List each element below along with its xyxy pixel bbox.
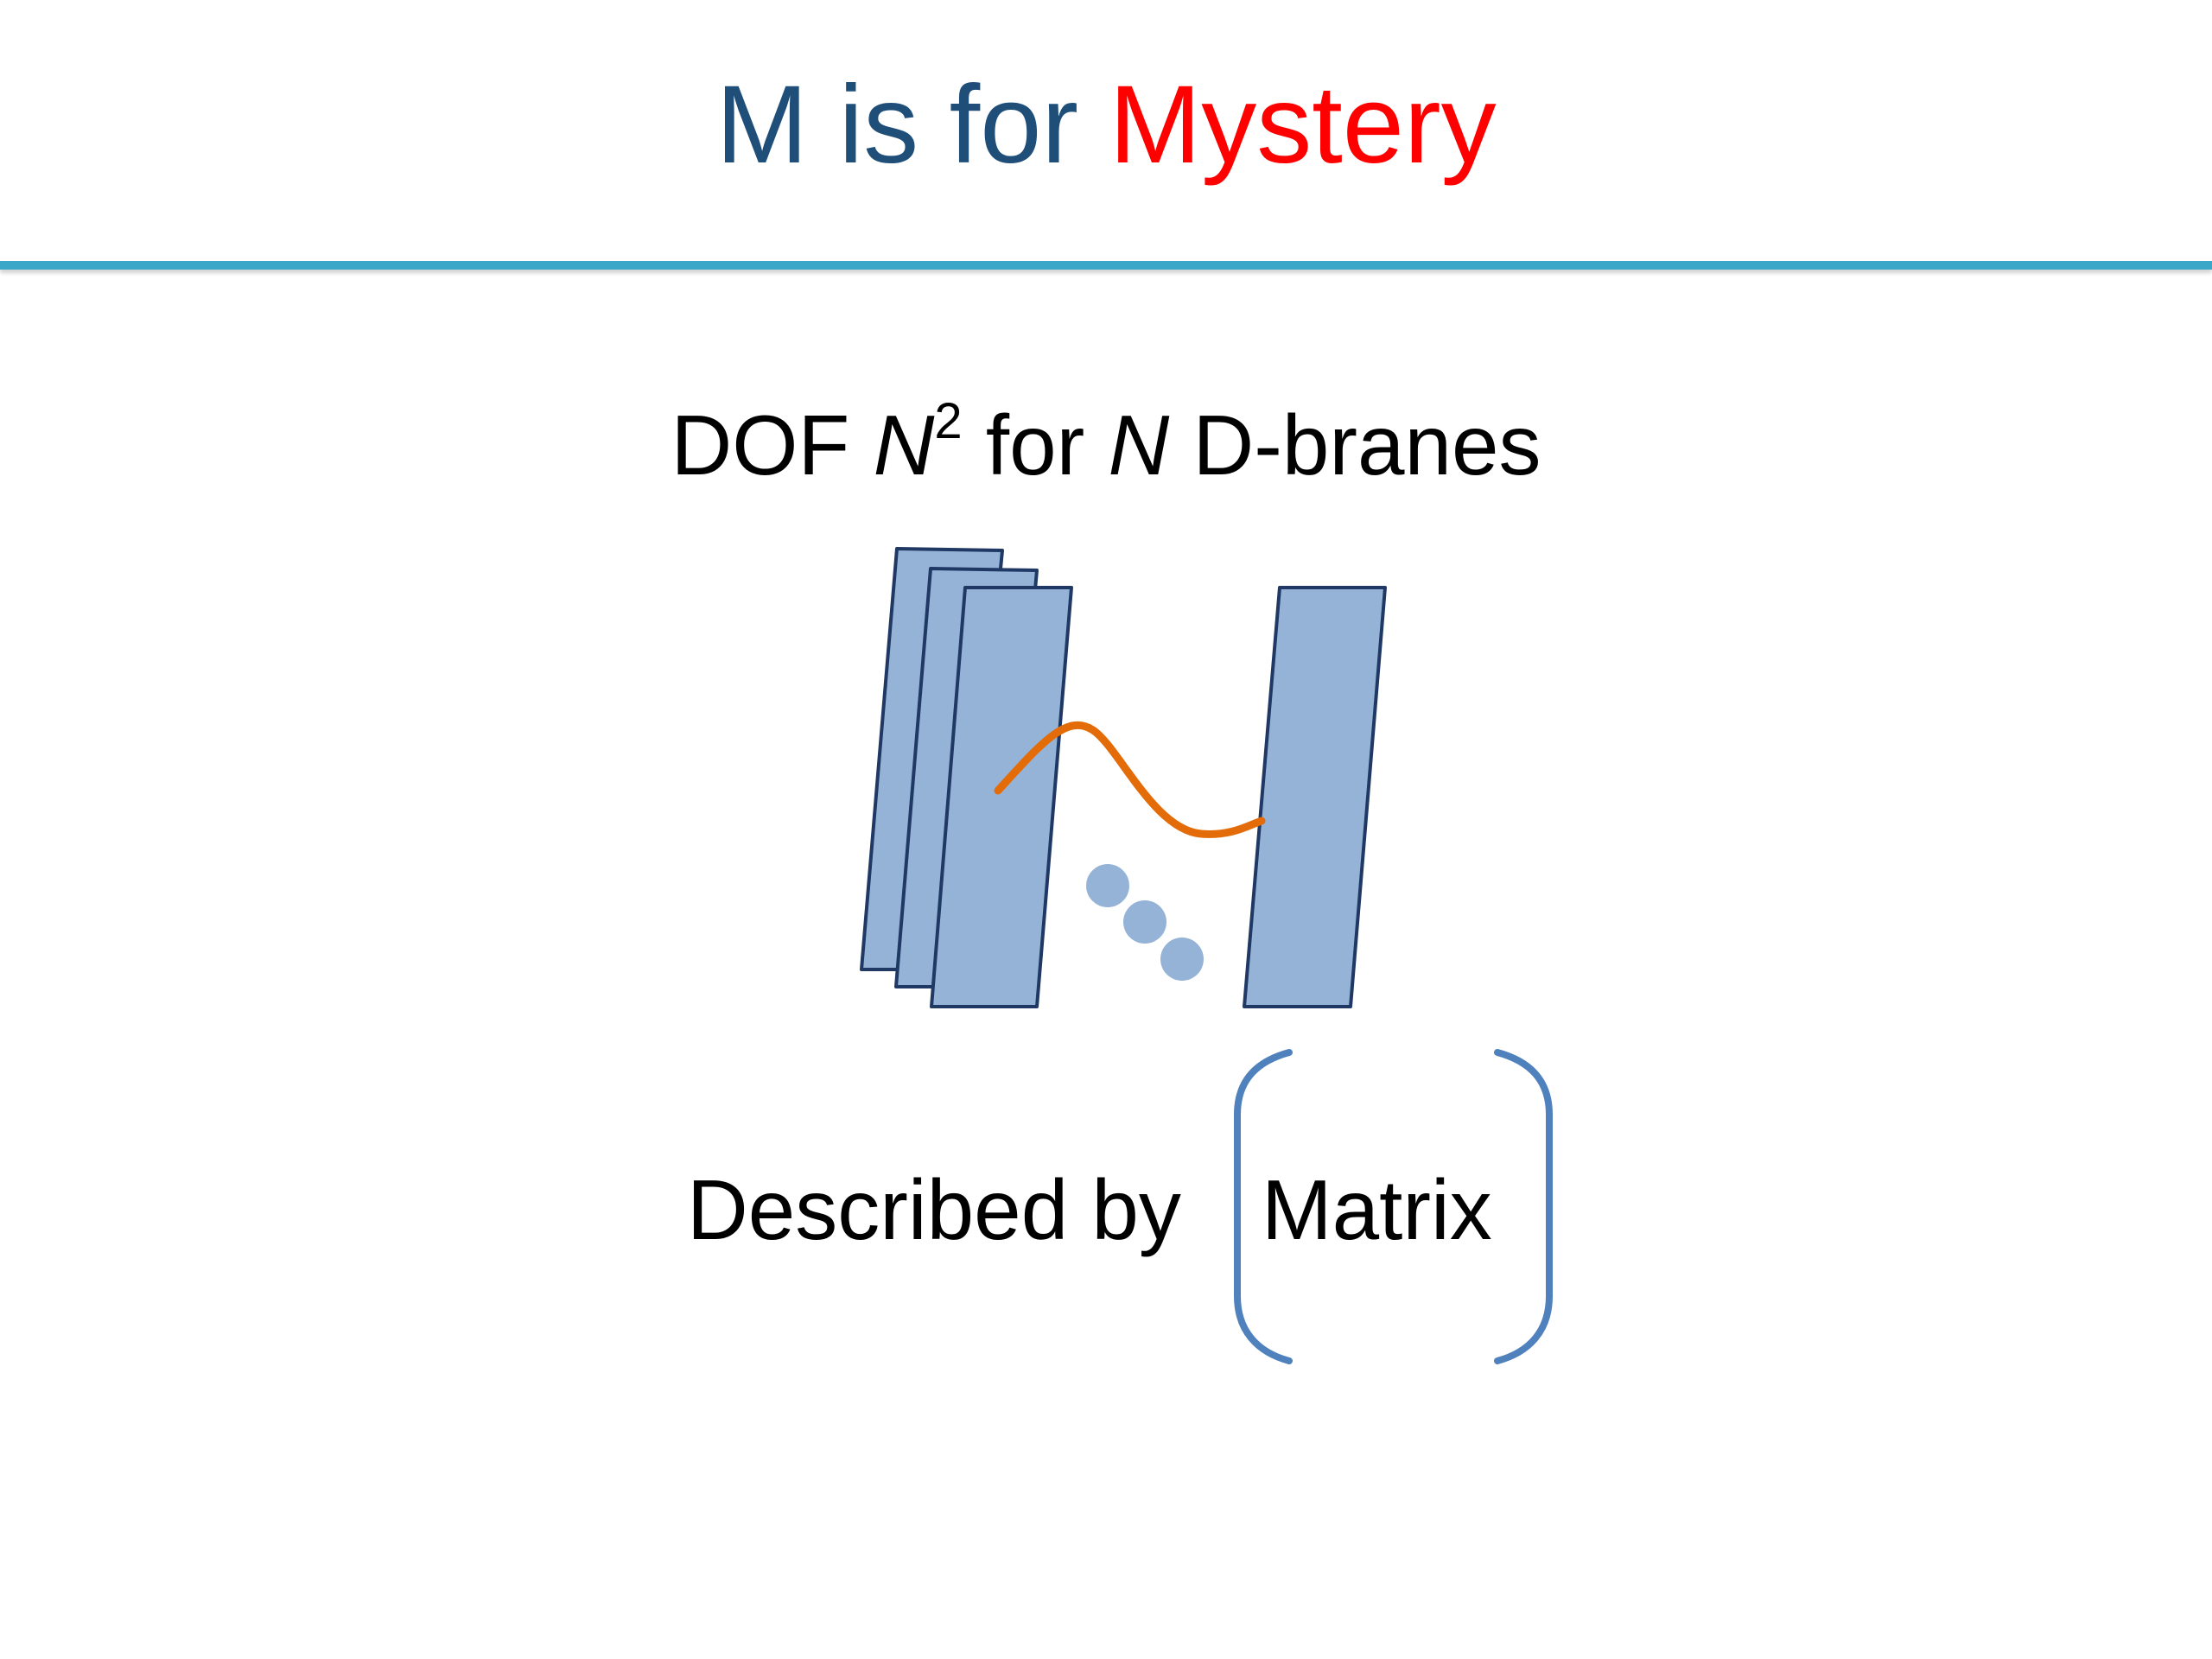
dof-n-variable: N: [873, 397, 935, 493]
ellipsis-dot-3: [1160, 938, 1204, 981]
dof-prefix: DOF: [671, 397, 874, 493]
dof-caption: DOF N2 for N D-branes: [0, 393, 2212, 510]
dof-suffix: D-branes: [1169, 397, 1541, 493]
title-accent: Mystery: [1109, 63, 1497, 187]
brane-stack-front: [930, 586, 1073, 1008]
dof-n-variable-2: N: [1108, 397, 1170, 493]
dof-mid: for: [962, 397, 1109, 493]
matrix-right-bracket: [1494, 1049, 1553, 1364]
described-by-label: Described by: [687, 1162, 1181, 1257]
ellipsis-dot-2: [1123, 900, 1166, 944]
slide-title: M is for Mystery: [0, 60, 2212, 190]
ellipsis-dot-1: [1086, 864, 1129, 907]
open-string: [994, 721, 1266, 838]
dof-exponent: 2: [934, 393, 963, 449]
title-divider: [0, 261, 2212, 270]
matrix-label: Matrix: [1262, 1162, 1492, 1257]
title-main: M is for: [715, 63, 1109, 187]
brane-single: [1243, 586, 1387, 1008]
matrix-left-bracket: [1234, 1049, 1293, 1364]
